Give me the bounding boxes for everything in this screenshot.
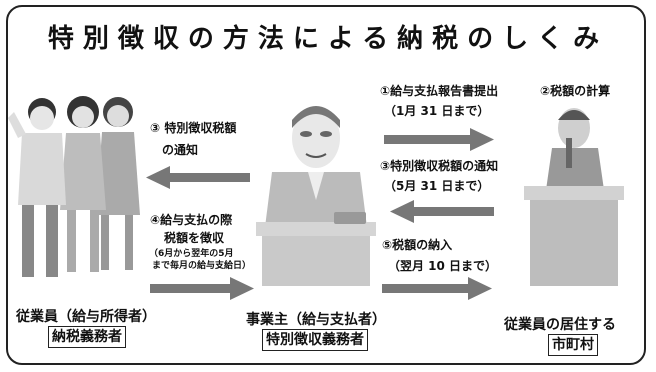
- municipality-name: 従業員の居住する: [504, 317, 616, 333]
- arrow-s3-left: [146, 166, 250, 189]
- step3-right-deadline: （5月 31 日まで）: [384, 179, 490, 193]
- employees-role: 納税義務者: [48, 326, 126, 348]
- step4-paren-line2: まで毎月の給与支給日）: [152, 261, 252, 271]
- step2-label: ②税額の計算: [540, 84, 611, 98]
- step1-label: ①給与支払報告書提出: [380, 84, 499, 98]
- step3-left-sub: の通知: [162, 143, 199, 157]
- arrow-s4-right: [150, 277, 254, 300]
- municipality-role-wrap: 市町村: [548, 334, 598, 356]
- step4-label: ④給与支払の際: [150, 213, 233, 227]
- employees-name: 従業員（給与所得者）: [16, 309, 156, 325]
- employer-role-wrap: 特別徴収義務者: [262, 329, 368, 351]
- step3-left-label: ③ 特別徴収税額: [150, 121, 237, 135]
- municipality-role: 市町村: [548, 334, 598, 356]
- employees-role-wrap: 納税義務者: [48, 326, 126, 348]
- municipality-illustration: [524, 108, 624, 286]
- arrow-s5-right: [382, 277, 492, 300]
- employees-illustration: [8, 96, 140, 277]
- employer-illustration: [256, 106, 376, 286]
- employer-name: 事業主（給与支払者）: [246, 312, 386, 328]
- step3-right-label: ③特別徴収税額の通知: [380, 159, 499, 173]
- step4-paren-line1: （6月から翌年の5月: [149, 249, 234, 259]
- diagram-frame: [6, 5, 646, 365]
- arrow-s1-right: [384, 128, 494, 151]
- step5-label: ⑤税額の納入: [382, 238, 453, 252]
- diagram-title: 特別徴収の方法による納税のしくみ: [47, 24, 609, 54]
- arrow-s3right-left: [390, 200, 494, 223]
- step5-deadline: （翌月 10 日まで）: [388, 259, 498, 273]
- step4-sub: 税額を徴収: [164, 231, 225, 245]
- employer-role: 特別徴収義務者: [262, 329, 368, 351]
- step1-deadline: （1月 31 日まで）: [384, 104, 490, 118]
